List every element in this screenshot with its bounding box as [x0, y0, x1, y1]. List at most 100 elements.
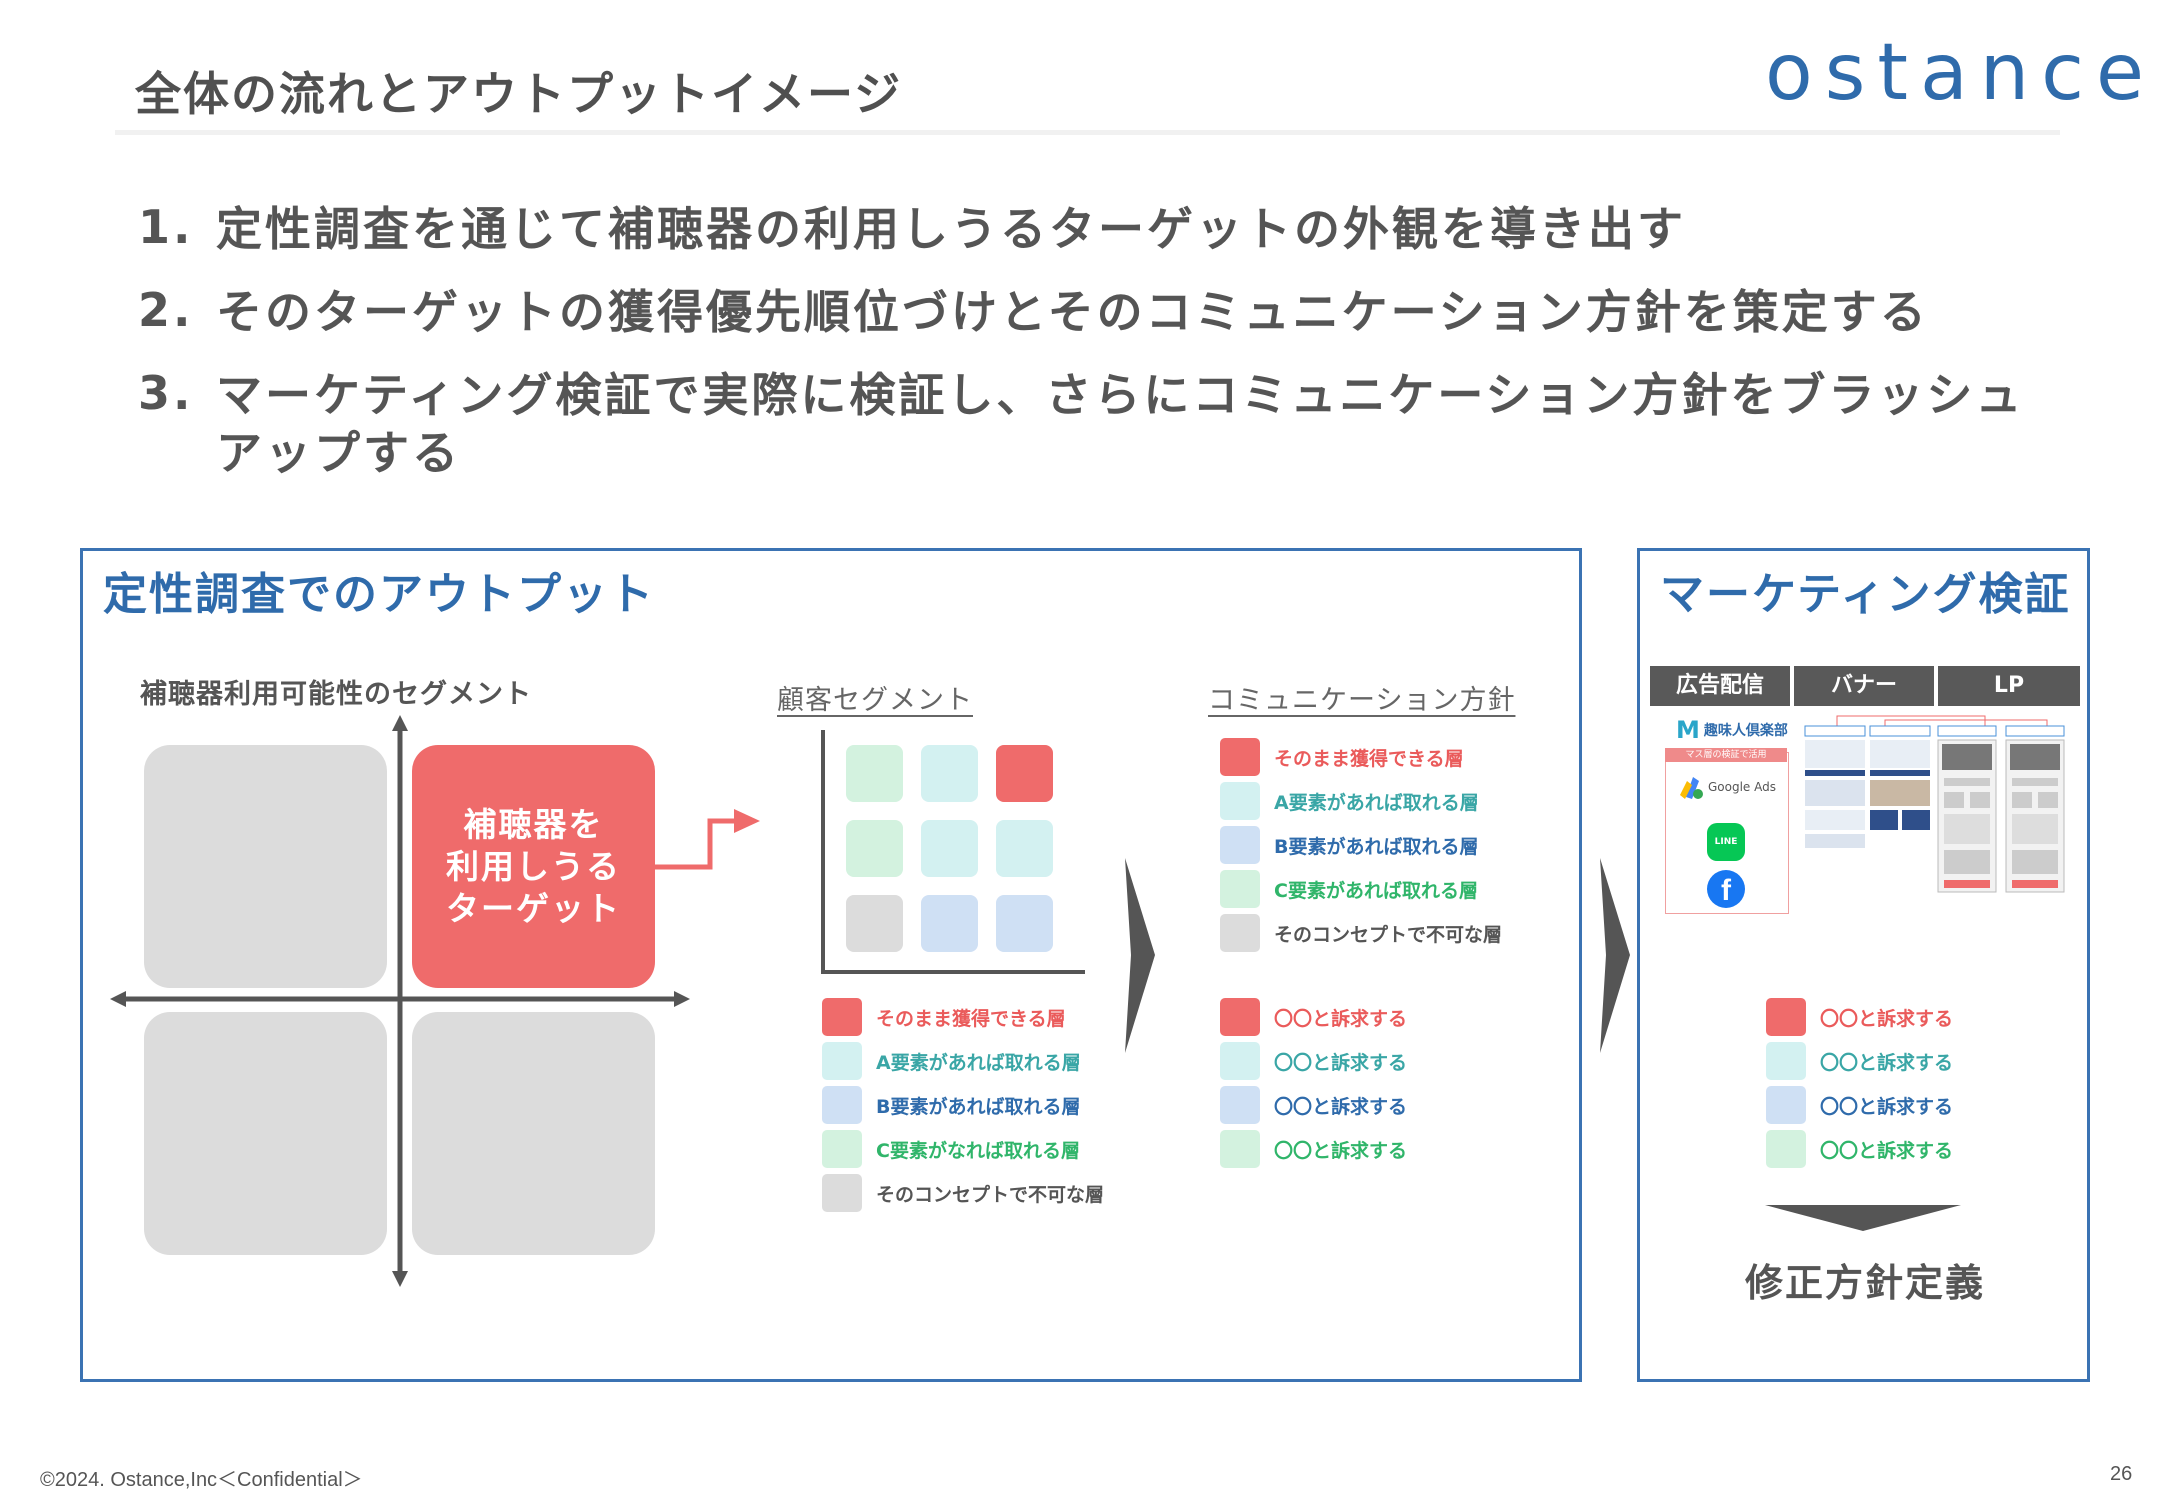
legend-text: そのまま獲得できる層 [876, 1007, 1066, 1030]
legend-text: 〇〇と訴求する [1820, 1007, 1954, 1030]
point-number: 2. [138, 283, 194, 337]
header-ad-delivery: 広告配信 [1650, 666, 1790, 706]
header-banner: バナー [1794, 666, 1934, 706]
legend-swatch [822, 1086, 862, 1124]
legend-text: B要素があれば取れる層 [876, 1095, 1081, 1118]
legend-text: 〇〇と訴求する [1274, 1051, 1408, 1074]
segment-cell [921, 745, 978, 802]
segment-cell [921, 895, 978, 952]
legend-item: 〇〇と訴求する [1220, 1130, 1407, 1168]
segment-cell [996, 895, 1053, 952]
quadrant-bottom-left [144, 1012, 387, 1255]
segment-cell [996, 745, 1053, 802]
legend-item: 〇〇と訴求する [1766, 1086, 1953, 1124]
quadrant-target: 補聴器を 利用しうる ターゲット [412, 745, 655, 988]
point-number: 1. [138, 200, 194, 254]
line-icon: LINE [1707, 823, 1745, 861]
banner-lp-thumbnails [1804, 715, 2065, 893]
legend-swatch [1220, 738, 1260, 776]
legend-item: 〇〇と訴求する [1220, 1042, 1407, 1080]
legend-item: C要素がなれば取れる層 [822, 1130, 1080, 1168]
quadrant-axes [110, 715, 690, 1287]
legend-swatch [822, 1042, 862, 1080]
segment-cell [846, 745, 903, 802]
brand-m-icon: M [1676, 716, 1700, 744]
legend-item: そのまま獲得できる層 [1220, 738, 1464, 776]
line-label: LINE [1714, 837, 1738, 847]
title-divider [115, 130, 2060, 135]
quadrant-bottom-right [412, 1012, 655, 1255]
legend-text: A要素があれば取れる層 [1274, 791, 1479, 814]
legend-swatch [822, 998, 862, 1036]
chevron-right-icon [1600, 858, 1630, 1053]
legend-item: 〇〇と訴求する [1766, 1130, 1953, 1168]
legend-item: そのコンセプトで不可な層 [1220, 914, 1502, 952]
point-text: マーケティング検証で実際に検証し、さらにコミュニケーション方針をブラッシュアップ… [216, 368, 2025, 480]
legend-text: B要素があれば取れる層 [1274, 835, 1479, 858]
qualitative-output-title: 定性調査でのアウトプット [103, 569, 655, 620]
legend-text: C要素がなれば取れる層 [876, 1139, 1080, 1162]
legend-swatch [1220, 1086, 1260, 1124]
legend-text: 〇〇と訴求する [1274, 1007, 1408, 1030]
legend-text: そのまま獲得できる層 [1274, 747, 1464, 770]
segment-cell [996, 820, 1053, 877]
ad-tag: マス層の検証で活用 [1665, 748, 1787, 762]
legend-text: 〇〇と訴求する [1820, 1139, 1954, 1162]
page-number: 26 [2110, 1463, 2133, 1485]
legend-swatch [1766, 1042, 1806, 1080]
legend-item: 〇〇と訴求する [1220, 998, 1407, 1036]
down-arrow-icon [1765, 1205, 1961, 1231]
legend-swatch [1220, 1130, 1260, 1168]
point-1: 1. 定性調査を通じて補聴器の利用しうるターゲットの外観を導き出す [138, 200, 2088, 260]
facebook-icon: f [1707, 870, 1745, 908]
legend-swatch [1220, 782, 1260, 820]
legend-item: 〇〇と訴求する [1766, 1042, 1953, 1080]
slide-title: 全体の流れとアウトプットイメージ [135, 67, 903, 121]
legend-swatch [1766, 1130, 1806, 1168]
google-ads-icon [1680, 777, 1703, 799]
point-text: そのターゲットの獲得優先順位づけとそのコミュニケーション方針を策定する [216, 285, 1929, 339]
legend-item: 〇〇と訴求する [1766, 998, 1953, 1036]
point-text: 定性調査を通じて補聴器の利用しうるターゲットの外観を導き出す [216, 202, 1686, 256]
quadrant-top-left [144, 745, 387, 988]
legend-item: そのコンセプトで不可な層 [822, 1174, 1104, 1212]
marketing-verification-title: マーケティング検証 [1660, 569, 2071, 620]
legend-text: そのコンセプトで不可な層 [876, 1183, 1105, 1206]
legend-swatch [1220, 998, 1260, 1036]
legend-swatch [1220, 914, 1260, 952]
legend-text: A要素があれば取れる層 [876, 1051, 1081, 1074]
legend-item: そのまま獲得できる層 [822, 998, 1066, 1036]
qualitative-output-panel [80, 548, 1582, 1382]
legend-swatch [822, 1174, 862, 1212]
revision-policy-label: 修正方針定義 [1744, 1261, 1985, 1305]
legend-text: 〇〇と訴求する [1274, 1139, 1408, 1162]
google-ads-label: Google Ads [1708, 780, 1776, 794]
legend-text: そのコンセプトで不可な層 [1274, 923, 1503, 946]
legend-swatch [1220, 1042, 1260, 1080]
legend-item: C要素があれば取れる層 [1220, 870, 1478, 908]
chevron-right-icon [1125, 858, 1155, 1053]
legend-item: 〇〇と訴求する [1220, 1086, 1407, 1124]
ad-brand-name: 趣味人倶楽部 [1703, 723, 1788, 739]
legend-swatch [1766, 998, 1806, 1036]
legend-text: C要素があれば取れる層 [1274, 879, 1478, 902]
point-number: 3. [138, 366, 194, 420]
segment-label: 補聴器利用可能性のセグメント [140, 679, 532, 710]
communication-policy-label: コミュニケーション方針 [1208, 685, 1516, 716]
legend-item: B要素があれば取れる層 [1220, 826, 1478, 864]
segment-cell [846, 895, 903, 952]
legend-swatch [1220, 870, 1260, 908]
legend-item: A要素があれば取れる層 [822, 1042, 1081, 1080]
legend-swatch [1766, 1086, 1806, 1124]
segment-cell [921, 820, 978, 877]
google-ads: Google Ads [1678, 775, 1776, 799]
legend-text: 〇〇と訴求する [1274, 1095, 1408, 1118]
marketing-verification-panel [1637, 548, 2090, 1382]
point-2: 2. そのターゲットの獲得優先順位づけとそのコミュニケーション方針を策定する [138, 283, 2088, 343]
legend-swatch [822, 1130, 862, 1168]
legend-text: 〇〇と訴求する [1820, 1051, 1954, 1074]
header-lp: LP [1938, 666, 2080, 706]
legend-item: B要素があれば取れる層 [822, 1086, 1080, 1124]
segment-cell [846, 820, 903, 877]
point-3: 3. マーケティング検証で実際に検証し、さらにコミュニケーション方針をブラッシュ… [138, 366, 2088, 486]
